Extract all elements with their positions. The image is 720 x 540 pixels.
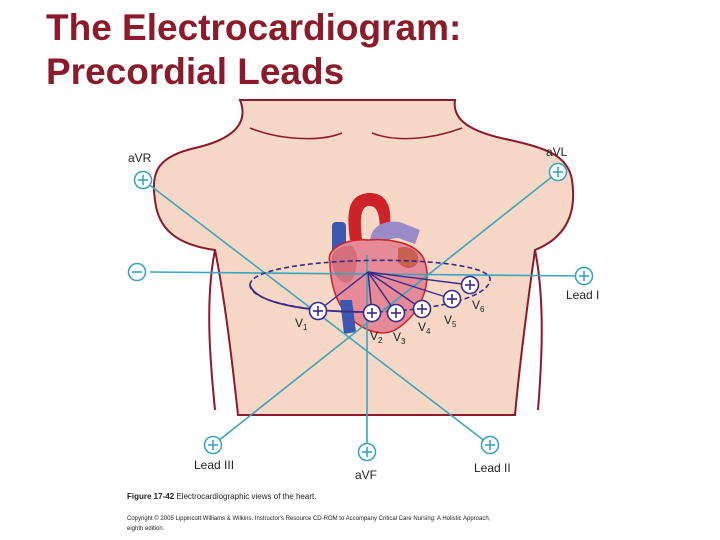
left-clavicle (249, 127, 343, 140)
v5-electrode (442, 289, 462, 309)
v3-electrode (386, 303, 406, 323)
right-clavicle (371, 127, 463, 140)
aortic-arch (348, 192, 391, 240)
label-v2: V2 (370, 329, 383, 345)
label-lead-1: Lead I (566, 288, 599, 302)
label-lead-2: Lead II (474, 461, 511, 475)
lead1-neg-electrode (127, 262, 147, 282)
slide-title: The Electrocardiogram: Precordial Leads (46, 6, 686, 94)
label-avf: aVF (355, 468, 377, 482)
edition-line: eighth edition. (127, 526, 165, 532)
copyright-line: Copyright © 2005 Lippincott Williams & W… (127, 515, 491, 522)
left-atrium (398, 246, 419, 268)
label-v3: V3 (393, 330, 406, 346)
label-avr: aVR (128, 151, 152, 165)
right-arm-crease (534, 249, 543, 411)
title-line-2: Precordial Leads (46, 51, 345, 92)
label-v5: V5 (444, 313, 457, 329)
label-v4: V4 (418, 320, 431, 336)
left-arm-crease (208, 249, 216, 411)
ray-v5 (367, 271, 453, 300)
title-line-1: The Electrocardiogram: (46, 7, 462, 48)
ray-v6 (367, 271, 471, 286)
label-v6: V6 (472, 298, 485, 314)
label-avl: aVL (546, 145, 568, 159)
avr-electrode (133, 170, 153, 190)
lead1-electrode (574, 266, 594, 286)
ray-v4 (367, 271, 423, 310)
avf-electrode (357, 442, 377, 462)
ray-v1 (317, 271, 369, 312)
figure-caption: Figure 17-42 Electrocardiographic views … (127, 492, 316, 501)
axis-avl-lead3 (212, 171, 559, 446)
label-v1: V1 (295, 316, 308, 332)
electrodes (127, 162, 594, 462)
v4-electrode (412, 299, 432, 319)
label-lead-3: Lead III (194, 458, 234, 472)
v6-electrode (460, 275, 480, 295)
v2-electrode (362, 303, 382, 323)
v1-electrode (308, 301, 328, 321)
avl-electrode (548, 162, 568, 182)
precordial-ellipse-front (249, 284, 369, 313)
inferior-vena-cava (340, 300, 356, 334)
lead3-electrode (203, 435, 223, 455)
lead2-electrode (480, 435, 500, 455)
